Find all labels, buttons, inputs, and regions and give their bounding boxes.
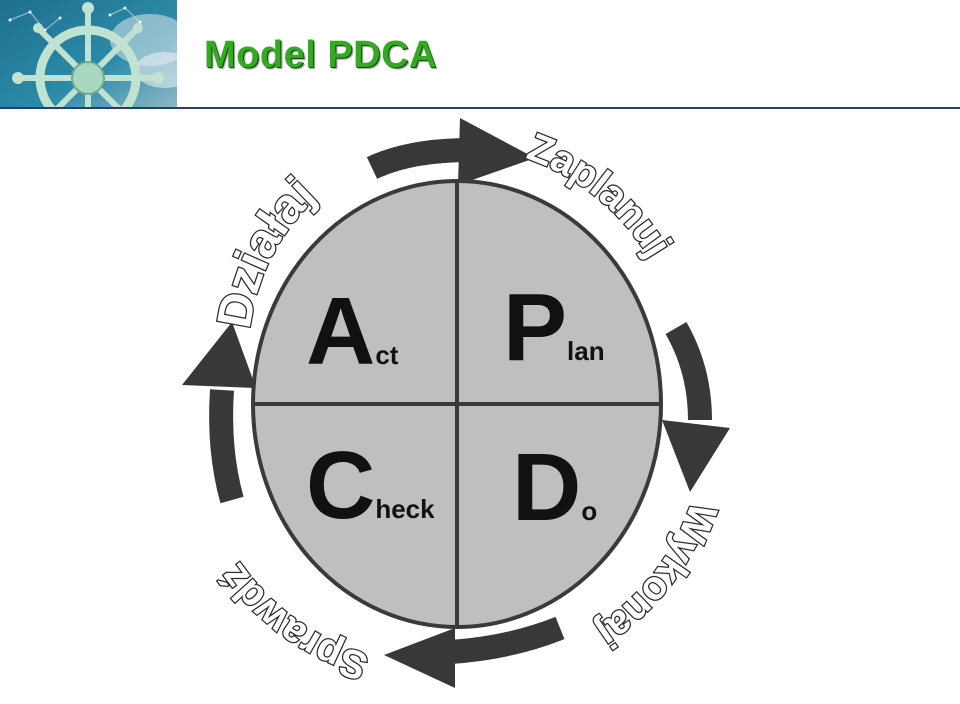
quadrant-do: Do [512,434,597,541]
header-divider [0,107,960,109]
arrow-plan-to-do [665,322,712,421]
arrow-act-to-plan [366,138,471,179]
arrow-check-to-act [209,389,244,504]
slide-title: Model PDCA [204,34,437,76]
arrow-do-to-check [449,616,565,664]
pdca-circle [251,179,663,629]
arrowhead-do [662,420,730,492]
ship-wheel-icon [0,0,177,108]
arrowhead-plan [458,118,535,185]
quadrant-act: Act [306,278,399,385]
cycle-arrows [209,138,712,664]
quadrant-check: Check [306,432,435,539]
arrowhead-act [182,322,256,388]
quadrant-plan: Plan [503,274,605,381]
arrowhead-check [384,628,455,688]
